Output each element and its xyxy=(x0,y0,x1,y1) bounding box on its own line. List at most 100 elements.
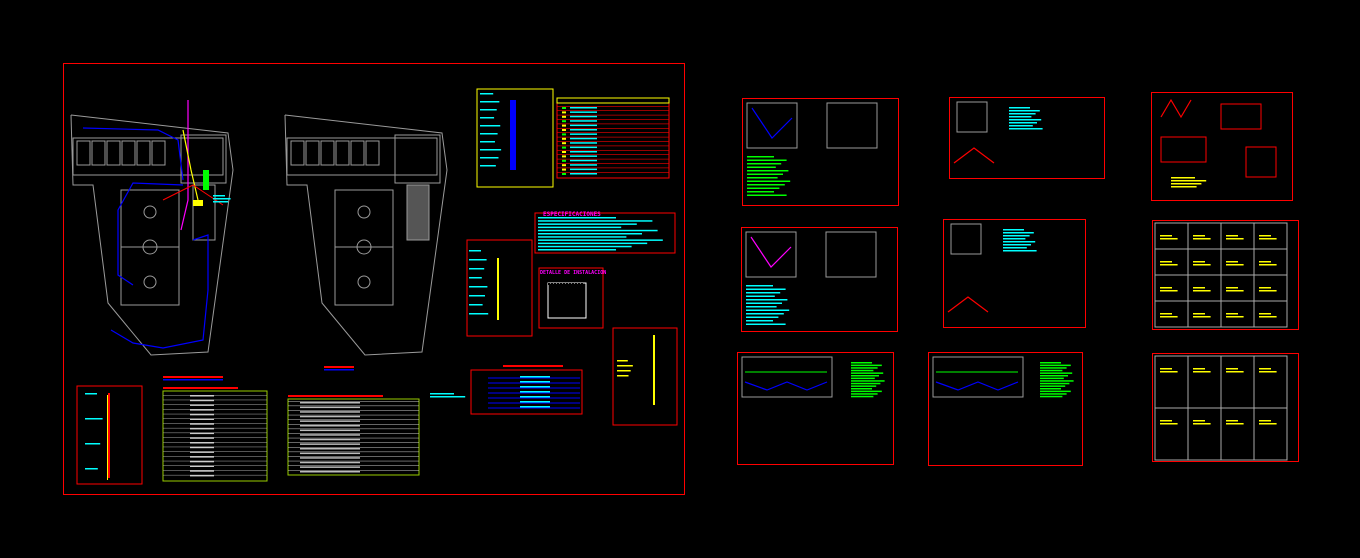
sheet-notes xyxy=(1040,395,1063,398)
pole-detail-label xyxy=(480,101,500,103)
soil-hatch xyxy=(581,283,583,285)
demand-table-row xyxy=(288,465,419,466)
fixture-label xyxy=(1193,287,1205,289)
soil-hatch xyxy=(577,305,579,307)
load-table-row xyxy=(163,456,267,457)
load-table-text xyxy=(190,460,214,463)
sld-title xyxy=(503,365,563,367)
legend-item xyxy=(570,107,597,109)
electrical-plan-circuit xyxy=(117,182,184,286)
sld-feed-label xyxy=(430,396,466,398)
specifications-text xyxy=(538,233,642,235)
load-table-row xyxy=(163,437,267,438)
legend-table-row xyxy=(557,128,669,129)
grounding-label xyxy=(469,277,482,279)
fixture-label xyxy=(1259,261,1271,263)
meter-detail-box xyxy=(76,385,143,485)
sheet-notes xyxy=(747,156,774,158)
fixture-label xyxy=(1226,368,1238,370)
installation-soil xyxy=(547,282,587,319)
load-table-text xyxy=(190,404,214,406)
load-table-row xyxy=(163,446,267,448)
fixture-label xyxy=(1160,316,1178,318)
electrical-plan-key-circle xyxy=(143,205,157,219)
sheet-notes xyxy=(1009,107,1030,109)
load-table-text xyxy=(190,432,214,435)
soil-hatch xyxy=(565,305,567,307)
electrical-plan-circuit xyxy=(110,234,209,349)
sheet-notes xyxy=(1009,116,1032,118)
legend-symbol xyxy=(562,146,566,149)
architectural-plan-classroom-block xyxy=(286,137,438,176)
load-table-title xyxy=(163,387,238,389)
single-line-diagram-box xyxy=(470,369,583,415)
legend-symbol xyxy=(562,129,566,131)
electrical-plan-classroom xyxy=(151,140,166,166)
demand-table-text xyxy=(300,461,360,464)
specifications-text xyxy=(538,226,622,229)
demand-table-row xyxy=(288,456,419,457)
specifications-text xyxy=(538,245,632,248)
demand-table-text xyxy=(300,420,360,422)
sheet-notes xyxy=(851,390,882,393)
legend-table-row xyxy=(557,150,669,151)
load-table-text xyxy=(190,456,214,458)
soil-hatch xyxy=(582,294,584,296)
legend-item xyxy=(570,111,597,113)
electrical-plan-classroom-block xyxy=(72,137,224,176)
fixture-label xyxy=(1226,313,1238,315)
sheet-notes xyxy=(1171,186,1197,188)
sheet-notes xyxy=(747,177,778,179)
load-table-text xyxy=(190,451,214,453)
pole-detail-label xyxy=(480,157,499,159)
sheet-notes xyxy=(1009,128,1043,130)
legend-symbol xyxy=(562,133,566,136)
soil-hatch xyxy=(576,294,578,296)
sheet-notes xyxy=(1003,238,1026,240)
sld-label xyxy=(520,401,550,403)
sheet-notes xyxy=(747,173,783,175)
load-table-row xyxy=(163,423,267,424)
sheet-notes xyxy=(746,285,773,287)
load-table-row xyxy=(163,399,267,401)
demand-table-row xyxy=(288,433,419,434)
sheet-notes xyxy=(1040,393,1067,395)
soil-hatch xyxy=(572,283,574,285)
sheet-notes xyxy=(1009,110,1040,112)
legend-item xyxy=(570,124,597,127)
demand-table-row xyxy=(288,405,419,407)
sheet-notes xyxy=(746,288,786,290)
meter-label xyxy=(85,418,103,420)
detail-sheet-frame-6 xyxy=(1152,220,1299,330)
legend-symbol xyxy=(562,155,566,158)
sheet-notes xyxy=(851,364,882,367)
fixture-label xyxy=(1160,423,1178,425)
load-table-text xyxy=(190,427,214,430)
legend-symbol xyxy=(562,159,566,162)
load-table-text xyxy=(190,413,214,416)
soil-hatch xyxy=(553,305,555,307)
sheet-room-plan xyxy=(950,223,982,255)
demand-table-row xyxy=(288,460,419,462)
sheet-notes xyxy=(1003,250,1037,252)
pole-detail-label xyxy=(480,93,494,95)
legend-symbol xyxy=(562,107,566,109)
detail-sheet-frame-2 xyxy=(949,97,1105,179)
fixture-cell xyxy=(1154,407,1189,461)
specifications-box xyxy=(534,212,676,254)
pole-detail-label xyxy=(480,149,502,151)
load-table-row xyxy=(163,465,267,466)
demand-table-row xyxy=(288,401,419,402)
fixture-label xyxy=(1226,290,1244,292)
architectural-plan-classroom xyxy=(320,140,335,166)
demand-table-row xyxy=(288,442,419,443)
soil-hatch xyxy=(574,305,576,307)
connection-detail xyxy=(1160,136,1207,163)
sheet-classroom-plan xyxy=(741,356,833,398)
legend-symbol xyxy=(562,111,566,114)
fixture-label xyxy=(1226,261,1238,263)
electrical-plan-classroom xyxy=(121,140,136,166)
soil-hatch xyxy=(560,283,562,285)
fixture-label xyxy=(1193,261,1205,263)
